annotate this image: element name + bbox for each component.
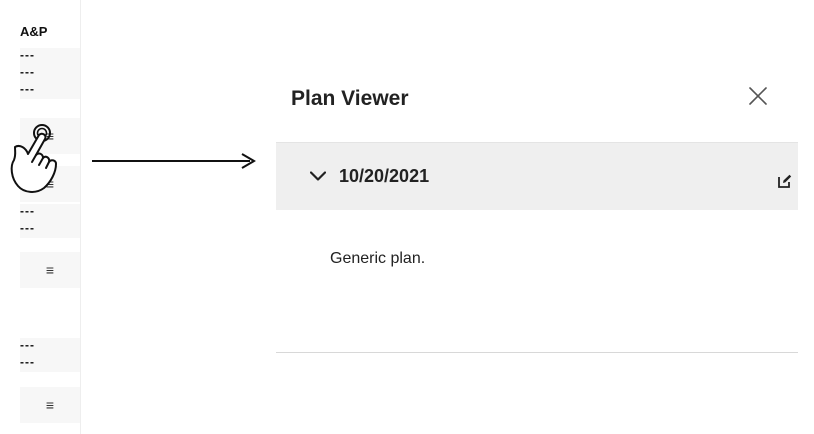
ap-menu-button[interactable]: ≡ bbox=[20, 252, 80, 288]
edit-icon[interactable] bbox=[778, 174, 792, 188]
hand-pointer-icon bbox=[10, 124, 57, 193]
arrow-right-icon bbox=[92, 153, 256, 169]
ap-cell-dash: --- bbox=[20, 82, 80, 99]
plan-entry-text: Generic plan. bbox=[330, 250, 426, 267]
plan-entry-date: 10/20/2021 bbox=[339, 166, 430, 186]
ap-cell-dash: --- bbox=[20, 48, 80, 65]
ap-cell-dash: --- bbox=[20, 338, 80, 355]
divider bbox=[276, 352, 798, 353]
plan-viewer-panel: Plan Viewer 10/20/2021 Generic plan. bbox=[276, 70, 798, 370]
ap-column-header: A&P bbox=[20, 24, 48, 39]
close-icon[interactable] bbox=[746, 84, 770, 108]
ap-column: A&P --- --- --- ≡ ≡ --- --- ≡ --- --- ≡ bbox=[20, 0, 81, 434]
ap-cell-dash: --- bbox=[20, 355, 80, 372]
ap-cell-dash: --- bbox=[20, 221, 80, 238]
ap-cell-dash: --- bbox=[20, 65, 80, 82]
chevron-down-icon[interactable] bbox=[310, 171, 326, 181]
plan-entry-header[interactable]: 10/20/2021 bbox=[276, 142, 798, 210]
ap-menu-button[interactable]: ≡ bbox=[20, 387, 80, 423]
ap-cell-dash: --- bbox=[20, 204, 80, 221]
panel-title: Plan Viewer bbox=[291, 87, 409, 110]
